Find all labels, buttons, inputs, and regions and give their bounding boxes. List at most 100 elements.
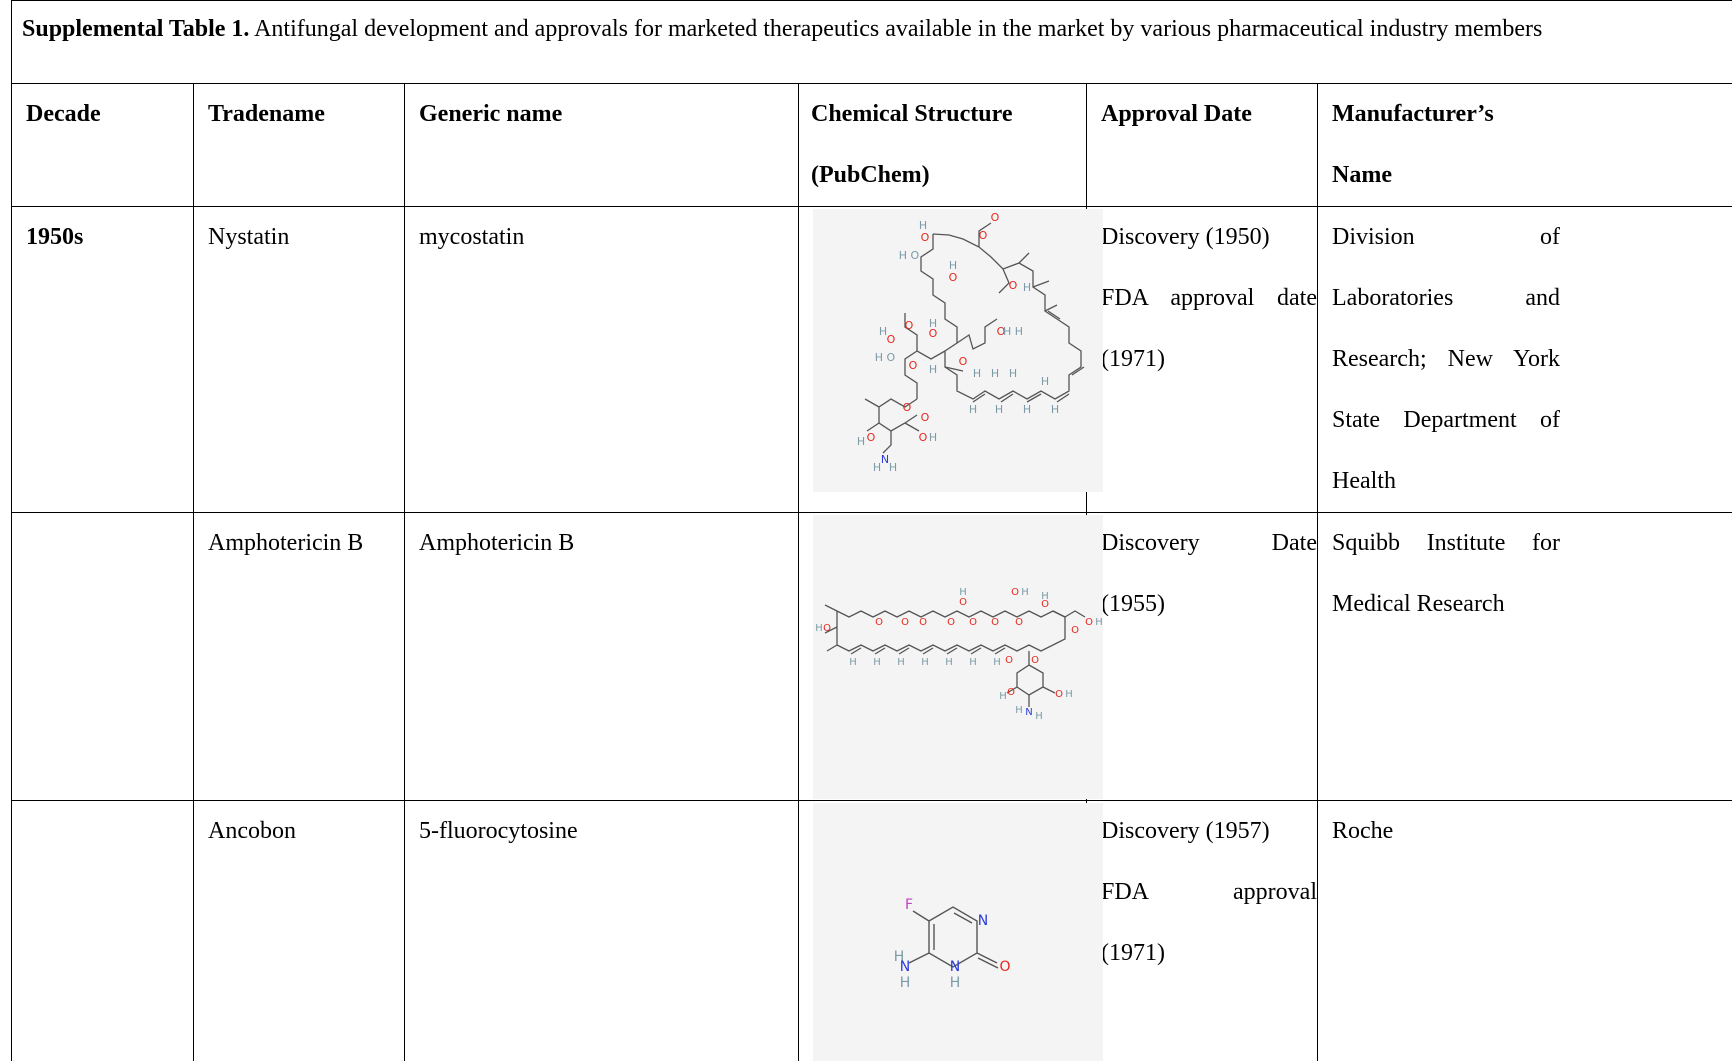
manufacturer-line: Health — [1332, 468, 1396, 494]
svg-text:O: O — [1005, 655, 1013, 666]
svg-text:H: H — [897, 657, 905, 668]
structure-cell: H O O O H O H O O H H O O H H — [798, 206, 1103, 513]
tradename-cell: Nystatin — [193, 206, 405, 513]
svg-text:N: N — [950, 959, 960, 975]
approval-cell: Discovery (1950) FDA approval date (1971… — [1086, 206, 1318, 513]
svg-text:O: O — [921, 231, 930, 244]
svg-text:H: H — [1023, 403, 1031, 416]
svg-text:O: O — [1085, 617, 1093, 628]
manufacturer-line: Laboratories and — [1332, 285, 1560, 311]
svg-text:H: H — [991, 367, 999, 380]
svg-text:O: O — [919, 617, 927, 628]
svg-text:O: O — [1041, 599, 1049, 610]
svg-text:H: H — [1021, 587, 1029, 598]
svg-text:O: O — [921, 411, 930, 424]
svg-text:H: H — [1035, 711, 1043, 722]
header-chemical-structure: Chemical Structure (PubChem) — [798, 83, 1087, 207]
svg-text:O: O — [1031, 655, 1039, 666]
svg-text:H: H — [929, 317, 937, 330]
manufacturer-line: Research; New York — [1332, 346, 1560, 372]
svg-text:O: O — [867, 431, 876, 444]
structure-cell: F N N H O H N H — [798, 800, 1103, 1061]
svg-text:H: H — [1023, 281, 1031, 294]
svg-text:O: O — [969, 617, 977, 628]
manufacturer-cell: Squibb Institute for Medical Research — [1316, 512, 1732, 801]
svg-text:N: N — [1025, 707, 1032, 718]
svg-text:H: H — [815, 623, 823, 634]
svg-text:H: H — [879, 325, 887, 338]
svg-text:H: H — [1051, 403, 1059, 416]
amphotericin-b-structure-drawing: O O O O O O O H O O H H O — [815, 587, 1103, 722]
svg-text:H O: H O — [875, 351, 896, 364]
svg-text:H: H — [945, 657, 953, 668]
svg-text:H O: H O — [899, 249, 920, 262]
header-generic-name: Generic name — [404, 83, 799, 207]
svg-text:O: O — [959, 597, 967, 608]
approval-line: FDA approval date — [1101, 285, 1317, 311]
svg-text:N: N — [900, 959, 910, 975]
svg-text:O: O — [823, 623, 831, 634]
svg-text:H: H — [1009, 367, 1017, 380]
approval-line: Discovery Date — [1101, 530, 1317, 556]
svg-text:O: O — [979, 229, 988, 242]
table-page: Supplemental Table 1. Antifungal develop… — [11, 0, 1732, 1061]
nystatin-structure-drawing: H O O O H O H O O H H O O H H — [857, 211, 1085, 474]
svg-text:O: O — [999, 959, 1010, 975]
table-row: 1950s Nystatin mycostatin — [11, 206, 1732, 513]
svg-text:H: H — [995, 403, 1003, 416]
svg-text:O: O — [991, 211, 1000, 224]
svg-text:O: O — [949, 271, 958, 284]
svg-text:O: O — [959, 355, 968, 368]
header-tradename: Tradename — [193, 83, 405, 207]
svg-text:H: H — [919, 219, 927, 232]
header-manufacturer: Manufacturer’s Name — [1316, 83, 1732, 207]
svg-text:H: H — [1015, 705, 1023, 716]
svg-text:H: H — [1041, 591, 1049, 602]
header-structure-line1: Chemical Structure — [811, 101, 1013, 127]
approval-line: (1955) — [1101, 591, 1165, 617]
svg-text:H: H — [857, 435, 865, 448]
svg-text:H: H — [873, 461, 881, 474]
caption-text: Antifungal development and approvals for… — [249, 16, 1543, 42]
svg-text:O: O — [905, 319, 914, 332]
svg-text:H: H — [1041, 375, 1049, 388]
svg-text:O: O — [991, 617, 999, 628]
table-row: Ancobon 5-fluorocytosine — [11, 800, 1732, 1061]
header-row: Decade Tradename Generic name Chemical S… — [11, 83, 1732, 207]
svg-text:O: O — [997, 325, 1006, 338]
svg-text:H: H — [929, 431, 937, 444]
svg-text:O: O — [1011, 587, 1019, 598]
svg-text:H: H — [894, 949, 905, 965]
svg-text:O: O — [947, 617, 955, 628]
svg-text:H: H — [969, 403, 977, 416]
svg-text:O: O — [1007, 687, 1015, 698]
svg-text:O: O — [919, 431, 928, 444]
flucytosine-structure-drawing: F N N H O H N H — [894, 897, 1011, 991]
svg-text:H: H — [1095, 617, 1103, 628]
decade-cell — [11, 512, 194, 801]
generic-name-cell: 5-fluorocytosine — [404, 800, 799, 1061]
svg-text:O: O — [875, 617, 883, 628]
svg-text:H: H — [873, 657, 881, 668]
svg-text:O: O — [909, 359, 918, 372]
svg-text:H: H — [999, 691, 1007, 702]
svg-text:H: H — [969, 657, 977, 668]
amphotericin-b-structure-icon: O O O O O O O H O O H H O — [813, 515, 1103, 799]
svg-text:O: O — [1071, 625, 1079, 636]
decade-cell: 1950s — [11, 206, 194, 513]
svg-text:H: H — [950, 975, 961, 991]
svg-text:F: F — [905, 897, 913, 913]
header-decade: Decade — [11, 83, 194, 207]
manufacturer-line: Squibb Institute for — [1332, 530, 1560, 556]
svg-text:O: O — [1015, 617, 1023, 628]
table-caption: Supplemental Table 1. Antifungal develop… — [11, 0, 1732, 84]
svg-text:N: N — [881, 453, 889, 466]
svg-text:O: O — [901, 617, 909, 628]
svg-text:H: H — [921, 657, 929, 668]
svg-text:H: H — [849, 657, 857, 668]
approval-cell: Discovery (1957) FDA approval (1971) — [1086, 800, 1318, 1061]
svg-text:O: O — [903, 401, 912, 414]
svg-text:H: H — [1065, 689, 1073, 700]
caption-label: Supplemental Table 1. — [22, 16, 250, 42]
approval-line: Discovery (1957) — [1101, 818, 1270, 844]
